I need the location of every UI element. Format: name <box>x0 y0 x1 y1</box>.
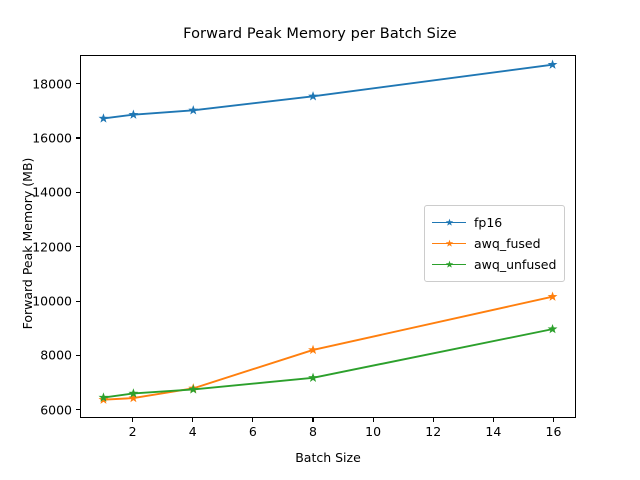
data-point-marker <box>98 113 109 123</box>
legend-label-awq-fused: awq_fused <box>474 236 541 251</box>
data-point-marker <box>128 388 139 398</box>
x-tick-mark <box>552 418 555 422</box>
y-tick-label: 6000 <box>40 402 72 418</box>
legend-marker-icon <box>445 260 454 268</box>
data-point-marker <box>308 344 318 355</box>
data-point-marker <box>547 59 558 69</box>
legend-swatch-awq-fused <box>432 237 466 251</box>
series-fp16 <box>98 59 558 123</box>
legend-label-fp16: fp16 <box>474 215 503 230</box>
data-point-marker <box>547 291 558 301</box>
y-tick-label: 16000 <box>32 130 72 146</box>
x-tick-label: 8 <box>308 424 317 439</box>
x-tick-mark <box>252 418 254 422</box>
data-point-marker <box>547 323 558 334</box>
data-point-marker <box>308 91 318 101</box>
x-tick-mark <box>312 418 314 422</box>
x-axis-label: Batch Size <box>295 450 361 465</box>
legend: fp16 awq_fused awq_unfused <box>424 205 565 282</box>
legend-item-1[interactable]: awq_fused <box>432 233 556 254</box>
legend-label-awq-unfused: awq_unfused <box>474 257 557 272</box>
x-tick-label: 16 <box>545 424 562 439</box>
plot-area <box>80 55 576 418</box>
series-awq_fused <box>98 291 558 404</box>
data-point-marker <box>188 384 199 394</box>
y-tick-label: 10000 <box>32 293 72 309</box>
y-tick-mark <box>76 300 80 302</box>
series-awq_unfused <box>98 323 558 402</box>
x-tick-mark <box>372 418 374 422</box>
x-tick-mark <box>432 418 434 422</box>
series-line <box>102 63 554 120</box>
x-tick-label: 14 <box>485 424 502 439</box>
y-tick-label: 14000 <box>32 184 72 200</box>
x-tick-label: 4 <box>188 424 197 439</box>
y-tick-mark <box>76 246 80 248</box>
y-tick-mark <box>76 191 80 193</box>
legend-swatch-awq-unfused <box>432 258 466 272</box>
y-tick-mark <box>76 83 80 85</box>
data-point-marker <box>128 392 139 403</box>
legend-item-2[interactable]: awq_unfused <box>432 254 556 275</box>
y-tick-label: 18000 <box>32 76 72 92</box>
y-tick-label: 8000 <box>40 347 72 363</box>
legend-item-0[interactable]: fp16 <box>432 212 556 233</box>
y-tick-mark <box>76 137 80 139</box>
x-tick-label: 6 <box>248 424 257 439</box>
x-tick-mark <box>492 418 494 422</box>
x-tick-label: 2 <box>128 424 137 439</box>
y-tick-label: 12000 <box>32 239 72 255</box>
data-point-marker <box>128 109 139 119</box>
x-tick-label: 10 <box>365 424 382 439</box>
data-point-marker <box>188 105 199 115</box>
x-tick-mark <box>132 418 134 422</box>
data-point-marker <box>98 392 109 402</box>
chart-title: Forward Peak Memory per Batch Size <box>183 26 457 42</box>
y-tick-mark <box>76 409 80 411</box>
series-line <box>102 295 554 401</box>
x-tick-label: 12 <box>425 424 442 439</box>
series-line <box>102 328 554 399</box>
legend-swatch-fp16 <box>432 216 466 230</box>
series-canvas <box>98 59 558 404</box>
x-tick-mark <box>192 418 194 422</box>
legend-marker-icon <box>445 218 454 226</box>
y-tick-mark <box>76 354 80 357</box>
data-point-marker <box>308 372 318 382</box>
legend-marker-icon <box>445 239 454 247</box>
